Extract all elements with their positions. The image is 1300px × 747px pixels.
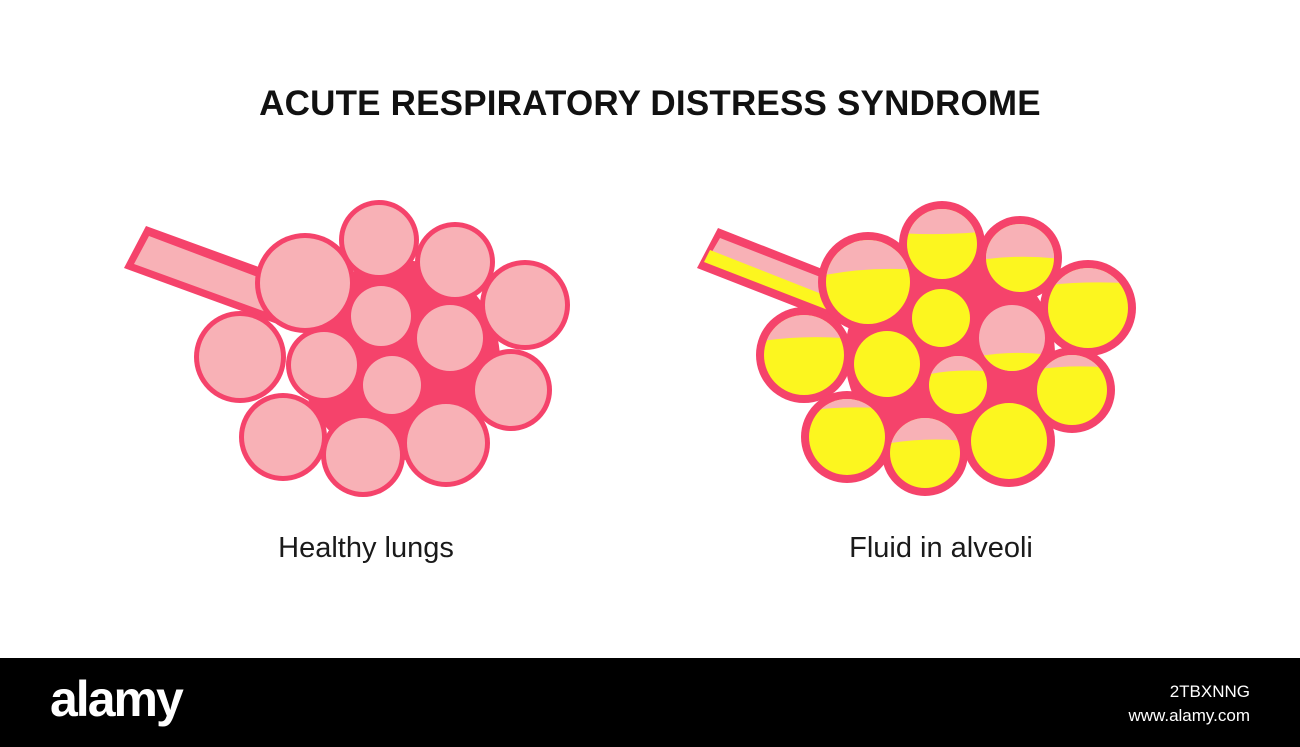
healthy-alveolus	[344, 205, 414, 275]
healthy-alveolus	[260, 238, 350, 328]
fluid-alveolus	[929, 356, 987, 414]
healthy-alveolus	[485, 265, 565, 345]
healthy-alveoli	[199, 205, 565, 492]
alveoli-illustration	[124, 200, 1136, 497]
watermark-footer: alamy 2TBXNNG www.alamy.com	[0, 658, 1300, 747]
fluid-alveoli-cluster	[697, 201, 1136, 496]
healthy-bronchiole	[124, 226, 300, 325]
fluid-alveolus	[854, 331, 920, 397]
healthy-alveolus	[351, 286, 411, 346]
healthy-alveolus	[326, 418, 400, 492]
fluid-alveolus	[912, 289, 970, 347]
diagram-title: ACUTE RESPIRATORY DISTRESS SYNDROME	[259, 84, 1041, 123]
healthy-alveolus	[407, 404, 485, 482]
healthy-alveolus	[244, 398, 322, 476]
healthy-alveolus	[199, 316, 281, 398]
fluid-alveolus	[907, 209, 977, 279]
healthy-alveolus	[291, 332, 357, 398]
healthy-alveolus	[417, 305, 483, 371]
fluid-alveolus	[809, 399, 885, 475]
image-id-label: 2TBXNNG	[1169, 682, 1250, 701]
healthy-alveolus	[420, 227, 490, 297]
fluid-alveolus	[1037, 355, 1107, 425]
fluid-alveolus	[979, 305, 1045, 371]
healthy-alveolus	[363, 356, 421, 414]
alamy-logo: alamy	[50, 671, 184, 727]
fluid-alveolus	[971, 403, 1047, 479]
healthy-alveolus	[475, 354, 547, 426]
fluid-alveolus	[1048, 268, 1128, 348]
healthy-lungs-label: Healthy lungs	[278, 532, 454, 564]
fluid-alveolus	[764, 315, 844, 395]
site-url-label: www.alamy.com	[1128, 706, 1250, 725]
fluid-in-alveoli-label: Fluid in alveoli	[849, 532, 1033, 564]
healthy-alveoli-cluster	[124, 200, 570, 497]
fluid-alveoli	[764, 209, 1128, 488]
